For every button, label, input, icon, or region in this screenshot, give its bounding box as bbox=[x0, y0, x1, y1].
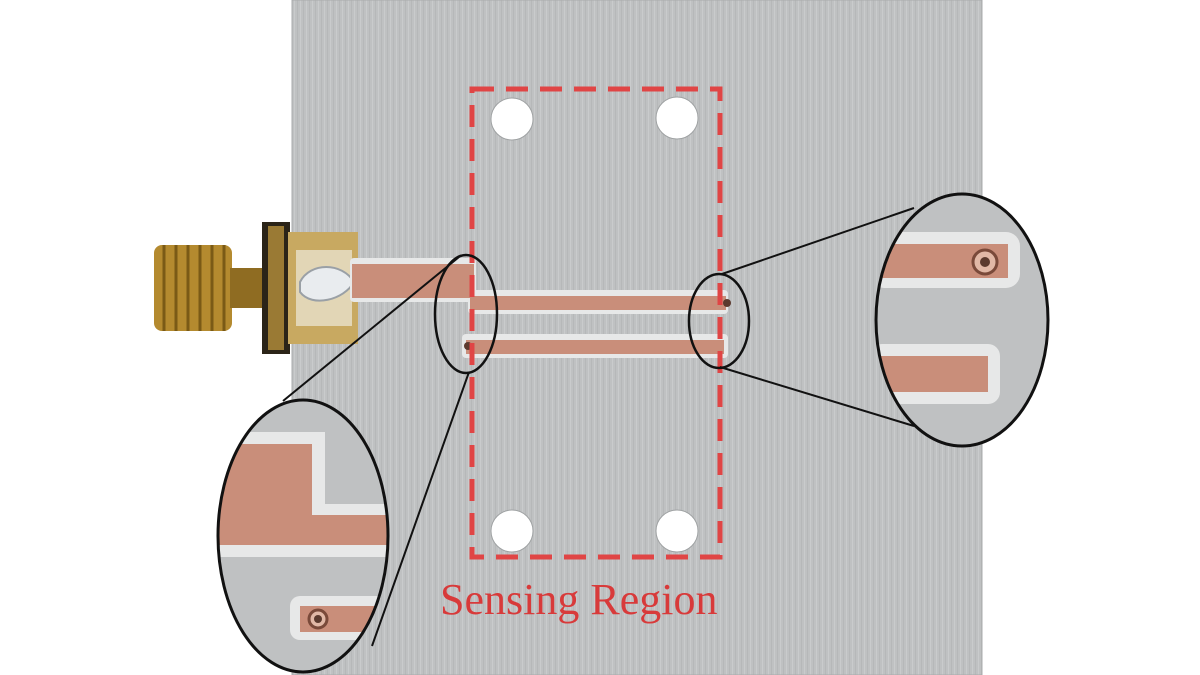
mounting-hole-icon bbox=[655, 96, 699, 140]
sensing-region-box bbox=[469, 86, 723, 560]
mounting-hole-icon bbox=[655, 509, 699, 553]
copper-traces bbox=[350, 258, 731, 358]
zoom-callout-icon bbox=[216, 398, 390, 674]
sma-connector-icon bbox=[154, 222, 358, 354]
via-icon bbox=[723, 299, 731, 307]
zoom-source-left bbox=[433, 253, 499, 375]
sensing-region-label: Sensing Region bbox=[440, 575, 718, 624]
mounting-hole-icon bbox=[490, 509, 534, 553]
mounting-hole-icon bbox=[490, 97, 534, 141]
zoom-callout-lines bbox=[282, 207, 915, 647]
mounting-holes bbox=[490, 96, 699, 553]
zoom-callout-icon bbox=[874, 192, 1050, 448]
zoom-source-right bbox=[687, 272, 751, 370]
